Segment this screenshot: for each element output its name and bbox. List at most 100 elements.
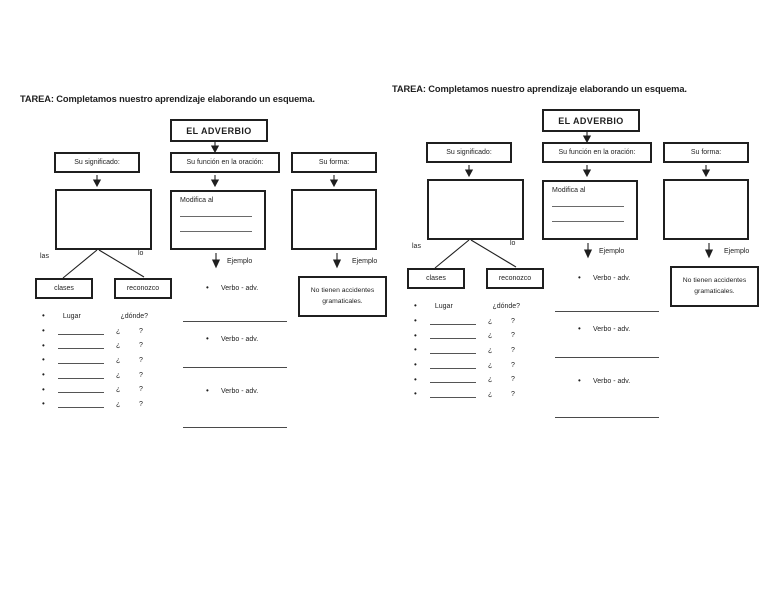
note-line: gramaticales. bbox=[694, 287, 735, 295]
significado-blank-box bbox=[55, 189, 152, 250]
arrowhead-icon bbox=[92, 179, 102, 188]
close-question-mark: ? bbox=[511, 317, 515, 325]
write-line bbox=[58, 340, 104, 350]
forma-header-box: Su forma: bbox=[291, 152, 377, 173]
bullet-icon: • bbox=[206, 283, 209, 292]
open-question-mark: ¿ bbox=[488, 332, 493, 340]
clases-question-list: • Lugar ¿dónde? • ¿ ? • ¿ ? • ¿ ? bbox=[42, 309, 180, 412]
write-line bbox=[58, 399, 104, 408]
list-item: • ¿ ? bbox=[414, 343, 552, 358]
arrowhead-icon bbox=[210, 179, 220, 188]
write-line bbox=[183, 321, 287, 322]
ejemplo-label: Ejemplo bbox=[227, 258, 253, 265]
category-question: ¿dónde? bbox=[120, 312, 149, 320]
example-item: • Verbo - adv. bbox=[578, 274, 630, 282]
modifica-label: Modifica al bbox=[180, 197, 214, 204]
close-question-mark: ? bbox=[139, 356, 143, 364]
write-line bbox=[183, 427, 287, 428]
bullet-icon: • bbox=[206, 334, 209, 343]
example-item: • Verbo - adv. bbox=[578, 325, 630, 333]
significado-blank-box bbox=[427, 179, 524, 240]
reconozco-box: reconozco bbox=[114, 278, 172, 299]
task-title: TAREA: Completamos nuestro aprendizaje e… bbox=[392, 84, 687, 94]
significado-header-box: Su significado: bbox=[426, 142, 512, 163]
write-line bbox=[552, 196, 624, 207]
list-item: • ¿ ? bbox=[42, 338, 180, 353]
close-question-mark: ? bbox=[139, 342, 143, 350]
example-item: • Verbo - adv. bbox=[206, 335, 258, 343]
category-word: Lugar bbox=[434, 302, 453, 310]
example-item: • Verbo - adv. bbox=[206, 387, 258, 395]
open-question-mark: ¿ bbox=[488, 317, 493, 325]
fork-line-to-reconozco bbox=[98, 249, 145, 278]
list-item: • ¿ ? bbox=[42, 368, 180, 383]
connector-lines bbox=[434, 132, 714, 269]
significado-header-box: Su significado: bbox=[54, 152, 140, 173]
bullet-icon: • bbox=[42, 340, 45, 350]
category-question: ¿dónde? bbox=[492, 302, 521, 310]
fork-line-to-reconozco bbox=[470, 239, 517, 268]
example-text: Verbo - adv. bbox=[221, 387, 259, 395]
arrowhead-icon bbox=[464, 169, 474, 178]
example-text: Verbo - adv. bbox=[221, 335, 259, 343]
example-text: Verbo - adv. bbox=[221, 284, 259, 292]
funcion-header-box: Su función en la oración: bbox=[542, 142, 652, 163]
connector-lines bbox=[62, 142, 342, 279]
root-box: EL ADVERBIO bbox=[542, 109, 640, 132]
lo-label: lo bbox=[510, 240, 516, 247]
root-box: EL ADVERBIO bbox=[170, 119, 268, 142]
open-question-mark: ¿ bbox=[488, 346, 493, 354]
clases-question-list: • Lugar ¿dónde? • ¿ ? • ¿ ? • ¿ ? bbox=[414, 299, 552, 402]
open-question-mark: ¿ bbox=[116, 386, 121, 394]
write-line bbox=[430, 345, 476, 354]
clases-box: clases bbox=[35, 278, 93, 299]
close-question-mark: ? bbox=[139, 386, 143, 394]
list-item: • ¿ ? bbox=[414, 314, 552, 329]
list-item: • ¿ ? bbox=[414, 358, 552, 373]
ejemplo-label: Ejemplo bbox=[724, 248, 750, 255]
close-question-mark: ? bbox=[511, 332, 515, 340]
bullet-icon: • bbox=[42, 311, 45, 321]
forma-note-box: No tienen accidentes gramaticales. bbox=[670, 266, 759, 307]
write-line bbox=[430, 316, 476, 325]
write-line bbox=[555, 417, 659, 418]
bullet-icon: • bbox=[578, 273, 581, 282]
close-question-mark: ? bbox=[511, 376, 515, 384]
bullet-icon: • bbox=[414, 301, 417, 311]
las-label: las bbox=[412, 243, 421, 250]
arrowhead-icon bbox=[701, 169, 711, 178]
example-item: • Verbo - adv. bbox=[206, 284, 258, 292]
arrowhead-icon bbox=[704, 249, 714, 259]
arrowhead-icon bbox=[329, 179, 339, 188]
write-line bbox=[430, 330, 476, 340]
write-line bbox=[58, 355, 104, 364]
arrowhead-icon bbox=[583, 249, 593, 259]
arrowhead-icon bbox=[211, 259, 221, 269]
note-line: No tienen accidentes bbox=[682, 276, 747, 284]
bullet-icon: • bbox=[578, 324, 581, 333]
list-item: • ¿ ? bbox=[42, 353, 180, 368]
bullet-icon: • bbox=[42, 399, 45, 409]
ejemplo-label: Ejemplo bbox=[599, 248, 625, 255]
adverbio-diagram-right: TAREA: Completamos nuestro aprendizaje e… bbox=[388, 80, 760, 422]
lo-label: lo bbox=[138, 250, 144, 257]
close-question-mark: ? bbox=[511, 390, 515, 398]
open-question-mark: ¿ bbox=[488, 361, 493, 369]
note-line: No tienen accidentes bbox=[310, 286, 375, 294]
bullet-icon: • bbox=[42, 384, 45, 394]
write-line bbox=[58, 384, 104, 394]
bullet-icon: • bbox=[414, 316, 417, 326]
write-line bbox=[430, 389, 476, 398]
bullet-icon: • bbox=[206, 386, 209, 395]
forma-note-box: No tienen accidentes gramaticales. bbox=[298, 276, 387, 317]
bullet-icon: • bbox=[42, 326, 45, 336]
write-line bbox=[552, 211, 624, 222]
fork-line-to-clases bbox=[62, 249, 98, 279]
close-question-mark: ? bbox=[139, 400, 143, 408]
adverbio-diagram-left: TAREA: Completamos nuestro aprendizaje e… bbox=[16, 90, 388, 432]
open-question-mark: ¿ bbox=[116, 356, 121, 364]
open-question-mark: ¿ bbox=[116, 327, 121, 335]
close-question-mark: ? bbox=[511, 361, 515, 369]
bullet-icon: • bbox=[42, 355, 45, 365]
write-line bbox=[555, 311, 659, 312]
